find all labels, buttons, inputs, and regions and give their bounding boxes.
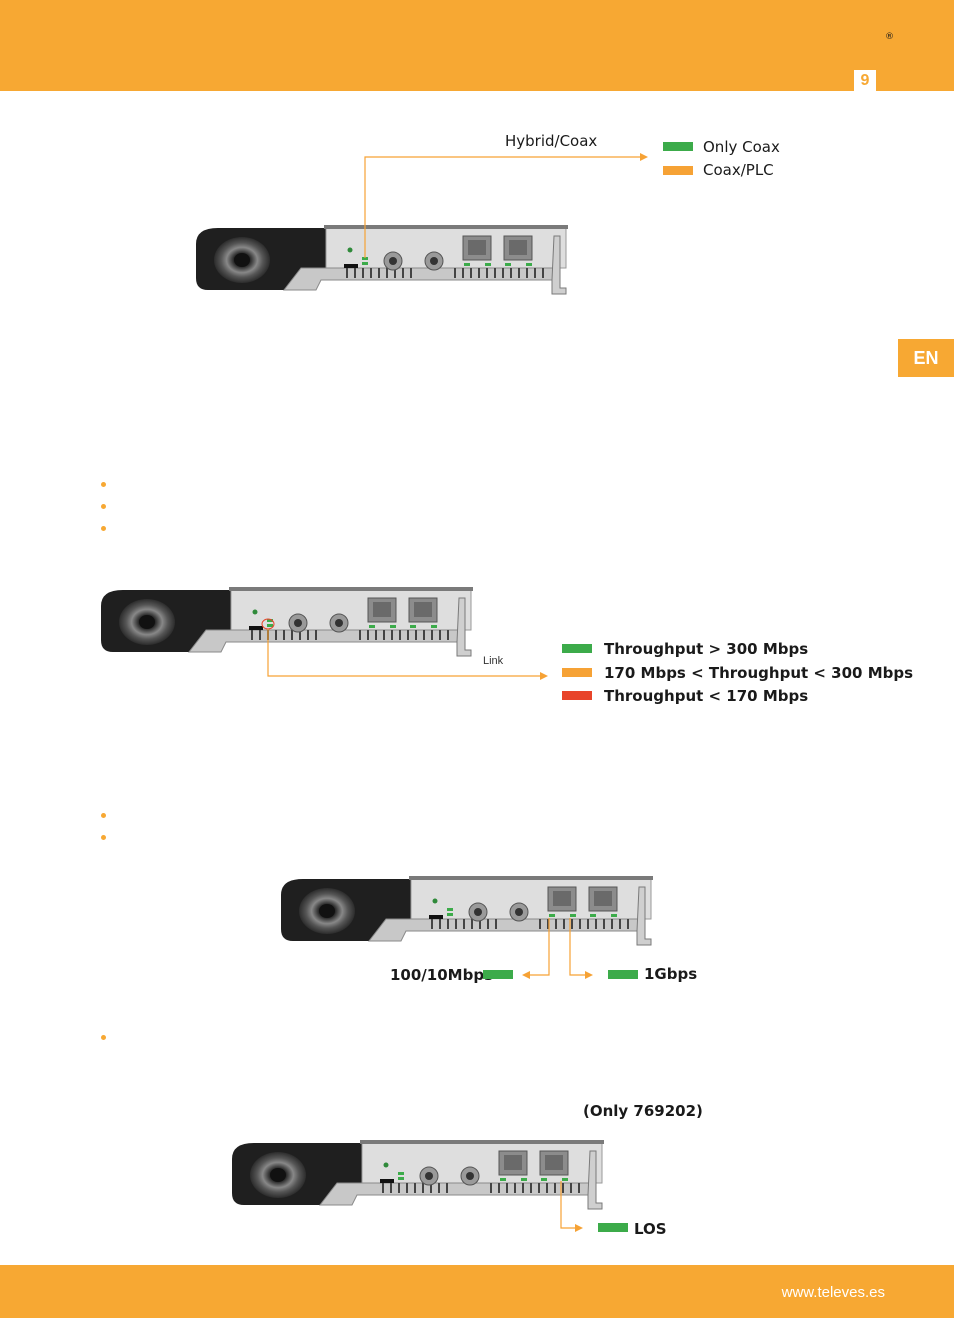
hybrid-coax-leader bbox=[364, 153, 648, 258]
header-bar bbox=[0, 0, 954, 91]
bullet-2 bbox=[101, 504, 106, 509]
swatch-100-10 bbox=[483, 970, 513, 979]
link-label: Link bbox=[483, 655, 504, 667]
speed-leader-right bbox=[569, 918, 593, 979]
only-769202-note: (Only 769202) bbox=[583, 1102, 703, 1120]
speed-leader-left bbox=[522, 918, 550, 979]
swatch-1gbps bbox=[608, 970, 638, 979]
legend-coax-plc: Coax/PLC bbox=[703, 161, 774, 179]
legend-throughput-mid: 170 Mbps < Throughput < 300 Mbps bbox=[604, 664, 913, 682]
bullet-6 bbox=[101, 1035, 106, 1040]
los-leader bbox=[560, 1181, 583, 1232]
device-figure-4 bbox=[231, 1139, 605, 1210]
device-figure-2 bbox=[100, 586, 474, 657]
bullet-4 bbox=[101, 813, 106, 818]
speed-label-100-10: 100/10Mbps bbox=[390, 966, 493, 984]
legend-throughput-high: Throughput > 300 Mbps bbox=[604, 640, 808, 658]
legend-swatch-coax-plc bbox=[663, 166, 693, 175]
los-label: LOS bbox=[634, 1220, 667, 1238]
language-tab[interactable]: EN bbox=[898, 339, 954, 377]
bullet-3 bbox=[101, 526, 106, 531]
registered-mark: ® bbox=[885, 32, 894, 42]
legend-swatch-only-coax bbox=[663, 142, 693, 151]
device-figure-3 bbox=[280, 875, 654, 946]
website-link[interactable]: www.televes.es bbox=[781, 1284, 885, 1301]
bullet-5 bbox=[101, 835, 106, 840]
page-number: 9 bbox=[854, 70, 876, 91]
bullet-1 bbox=[101, 482, 106, 487]
legend-only-coax: Only Coax bbox=[703, 138, 780, 156]
legend-swatch-throughput-mid bbox=[562, 668, 592, 677]
link-leader bbox=[267, 629, 548, 680]
legend-swatch-throughput-low bbox=[562, 691, 592, 700]
legend-swatch-throughput-high bbox=[562, 644, 592, 653]
footer-bar: www.televes.es bbox=[0, 1265, 954, 1318]
swatch-los bbox=[598, 1223, 628, 1232]
legend-throughput-low: Throughput < 170 Mbps bbox=[604, 687, 808, 705]
speed-label-1gbps: 1Gbps bbox=[644, 965, 697, 983]
device-figure-1 bbox=[195, 224, 569, 295]
hybrid-coax-label: Hybrid/Coax bbox=[505, 132, 597, 150]
